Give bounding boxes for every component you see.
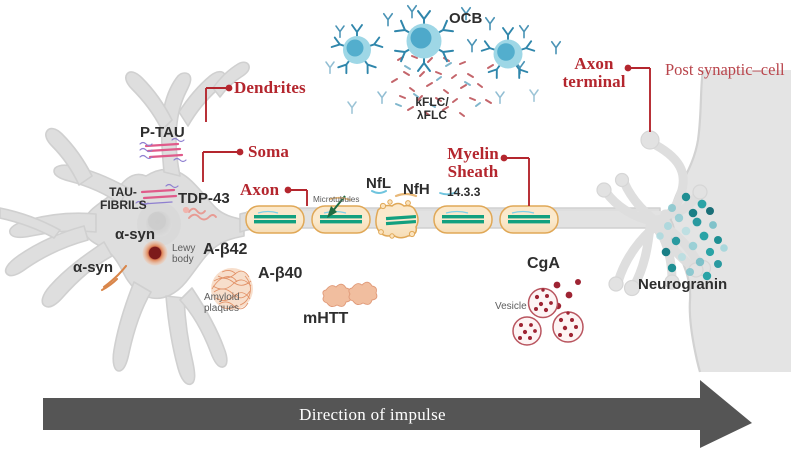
myelin-segment [245,205,305,234]
free-light-chain-dashes [391,55,494,117]
myelin-sheath-segments [245,199,559,239]
tdp43-glyph [182,206,217,221]
vesicle [512,316,542,346]
vesicle [552,311,584,343]
myelin-segment-damaged [375,199,419,239]
myelin-segment [499,205,559,234]
direction-of-impulse-label: Direction of impulse [299,405,446,424]
direction-of-impulse-arrow [43,380,752,448]
b-cell [480,27,536,79]
tau-fibrils-glyph [135,183,179,206]
neurogranin-dots [656,192,728,281]
vesicle [527,287,559,319]
soma-nucleus [137,202,181,246]
ocb-cluster [325,4,562,117]
amyloid-plaque-glyph [211,268,253,310]
myelin-segment [433,205,493,234]
p-tau-fibrils-glyph [139,137,187,163]
post-synaptic-cell-body [669,69,791,373]
myelin-segment [311,205,371,234]
callout-leader-lines [202,64,651,206]
neurofilament-marker-glyphs [329,190,457,201]
b-cell [394,10,454,72]
mhtt-aggregates-glyph [322,281,378,308]
lewy-body-inclusion [142,240,168,266]
alpha-syn-fibril-glyph [100,264,128,292]
secretory-vesicles [512,287,584,346]
b-cell [330,24,384,75]
